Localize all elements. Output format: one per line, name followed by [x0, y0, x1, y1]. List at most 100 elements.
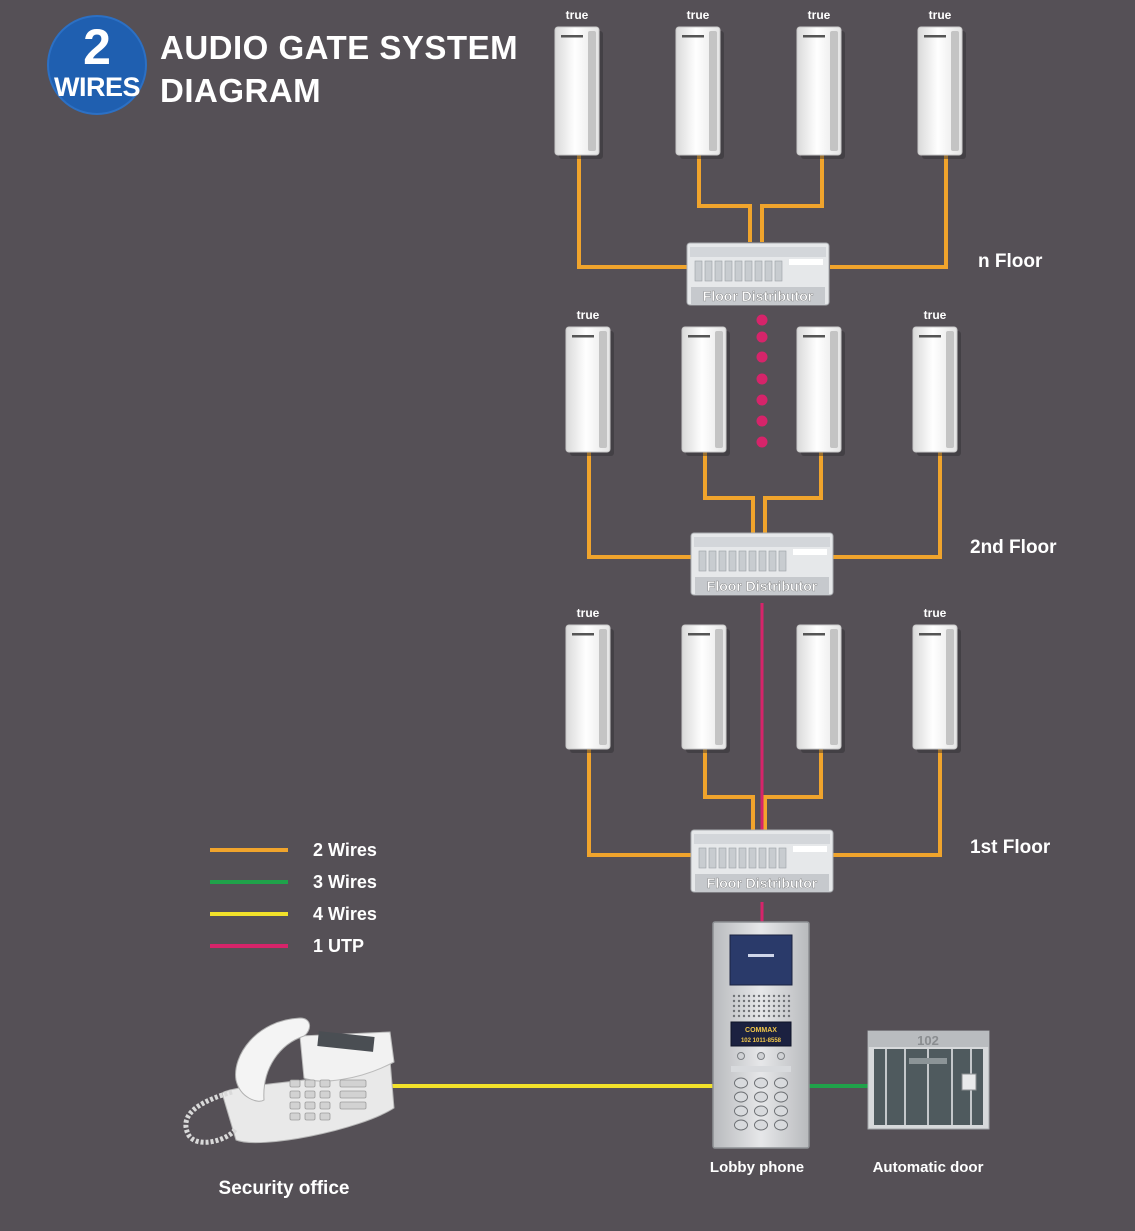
speaker-hole — [767, 999, 771, 1003]
terminal-block — [738, 847, 747, 869]
phone-key[interactable] — [289, 1112, 301, 1121]
phone-key[interactable] — [304, 1079, 316, 1088]
phone-function-key[interactable] — [339, 1101, 367, 1110]
speaker-hole — [752, 994, 756, 998]
phone-key[interactable] — [319, 1101, 331, 1110]
terminal-block — [718, 847, 727, 869]
terminal-block — [708, 550, 717, 572]
handset-n-3: true — [796, 8, 845, 159]
terminal-block — [704, 260, 713, 282]
lobby-display — [730, 1021, 792, 1047]
terminal-block — [758, 847, 767, 869]
phone-key[interactable] — [289, 1079, 301, 1088]
terminal-block — [698, 550, 707, 572]
wire-2nd-floor-2 — [703, 452, 755, 533]
phone-key[interactable] — [304, 1112, 316, 1121]
speaker-hole — [747, 1004, 751, 1008]
distributor-label: Floor Distributor — [707, 578, 818, 594]
brand-plate — [793, 549, 827, 555]
terminal-block — [778, 847, 787, 869]
distributor-rail — [690, 247, 826, 257]
lobby-func-key[interactable] — [777, 1052, 785, 1060]
handset-model-label: true — [808, 8, 831, 22]
lobby-keypad-key[interactable] — [734, 1091, 748, 1103]
floor-distributor-1: Floor Distributor — [690, 829, 834, 893]
speaker-hole — [742, 1014, 746, 1018]
riser-dot-5 — [756, 394, 768, 406]
lobby-keypad-key[interactable] — [754, 1077, 768, 1089]
handset-logo — [919, 633, 941, 636]
lobby-keypad-key[interactable] — [774, 1077, 788, 1089]
terminal-block — [768, 847, 777, 869]
terminal-block — [698, 847, 707, 869]
lobby-func-key[interactable] — [737, 1052, 745, 1060]
lobby-keypad-key[interactable] — [754, 1119, 768, 1131]
phone-lcd — [317, 1031, 375, 1052]
lobby-keypad-key[interactable] — [774, 1105, 788, 1117]
legend-label-4: 1 UTP — [313, 936, 364, 956]
wire-2nd-floor-3 — [763, 452, 823, 533]
lobby-func-key[interactable] — [757, 1052, 765, 1060]
terminal-block — [748, 550, 757, 572]
floor-label-n: n Floor — [978, 251, 1043, 272]
handset-model-label: true — [687, 8, 710, 22]
speaker-hole — [732, 994, 736, 998]
speaker-hole — [757, 1014, 761, 1018]
speaker-hole — [742, 1009, 746, 1013]
phone-key[interactable] — [319, 1112, 331, 1121]
lobby-keypad-key[interactable] — [734, 1077, 748, 1089]
handset-logo — [919, 335, 941, 338]
speaker-hole — [762, 994, 766, 998]
lobby-camera-screen — [729, 934, 793, 986]
phone-function-key[interactable] — [339, 1090, 367, 1099]
phone-handset[interactable] — [235, 1017, 310, 1102]
speaker-hole — [767, 1004, 771, 1008]
speaker-hole — [787, 1009, 791, 1013]
handset-1-3 — [796, 624, 845, 753]
handset-2-1: true — [565, 308, 614, 456]
speaker-hole — [782, 1014, 786, 1018]
handset-model-label: true — [577, 308, 600, 322]
speaker-hole — [737, 1014, 741, 1018]
lobby-keypad-key[interactable] — [774, 1119, 788, 1131]
lobby-keypad-key[interactable] — [774, 1091, 788, 1103]
handset-n-2: true — [675, 8, 724, 159]
wire-1st-floor-3 — [763, 749, 823, 830]
phone-key[interactable] — [289, 1090, 301, 1099]
handset-receiver — [715, 629, 723, 745]
speaker-hole — [762, 1009, 766, 1013]
distributor-label: Floor Distributor — [703, 288, 814, 304]
handset-1-2 — [681, 624, 730, 753]
badge-label: WIRES — [53, 72, 141, 102]
phone-function-key[interactable] — [339, 1079, 367, 1088]
speaker-hole — [762, 1014, 766, 1018]
speaker-hole — [787, 1014, 791, 1018]
phone-key[interactable] — [319, 1079, 331, 1088]
door-keypad[interactable] — [961, 1073, 977, 1091]
lobby-keypad-key[interactable] — [734, 1119, 748, 1131]
speaker-hole — [737, 994, 741, 998]
riser-dot-1 — [756, 314, 768, 326]
terminal-block — [708, 847, 717, 869]
speaker-hole — [742, 1004, 746, 1008]
phone-key[interactable] — [304, 1101, 316, 1110]
speaker-hole — [762, 999, 766, 1003]
terminal-block — [764, 260, 773, 282]
phone-key[interactable] — [289, 1101, 301, 1110]
label-strip — [695, 874, 829, 892]
label-strip — [691, 287, 825, 305]
handset-receiver — [946, 331, 954, 448]
floor-label-1st: 1st Floor — [970, 837, 1051, 858]
legend-label-1: 2 Wires — [313, 840, 377, 860]
lobby-screen-logo — [748, 954, 774, 957]
speaker-hole — [787, 994, 791, 998]
handset-1-4: true — [912, 606, 961, 753]
lobby-keypad-key[interactable] — [754, 1105, 768, 1117]
speaker-hole — [787, 1004, 791, 1008]
phone-key[interactable] — [304, 1090, 316, 1099]
phone-key[interactable] — [319, 1090, 331, 1099]
lobby-keypad-key[interactable] — [734, 1105, 748, 1117]
handset-logo — [924, 35, 946, 38]
lobby-keypad-key[interactable] — [754, 1091, 768, 1103]
